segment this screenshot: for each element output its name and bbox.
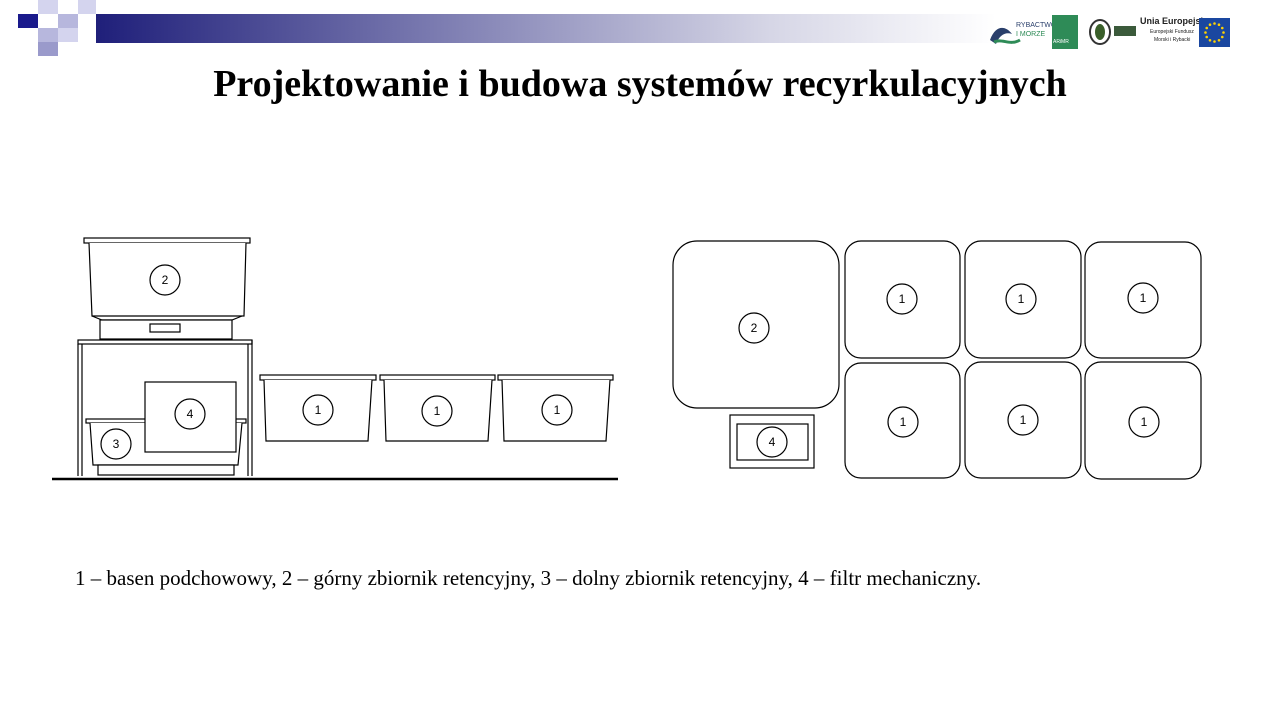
- ue-line3: Morski i Rybacki: [1154, 37, 1191, 43]
- eu-star-icon: [1204, 31, 1207, 34]
- arimr-label: ARiMR: [1053, 39, 1069, 45]
- eu-star-icon: [1217, 23, 1221, 27]
- label-rearing-tank-top-3: 1: [1140, 291, 1147, 305]
- eu-star-icon: [1213, 40, 1216, 43]
- diagram-legend: 1 – basen podchowowy, 2 – górny zbiornik…: [75, 566, 982, 590]
- rybactwo-line1: RYBACTWO: [1016, 22, 1057, 29]
- label-rearing-tank-top-4: 1: [900, 415, 907, 429]
- upper-retention-tank-top: 2: [672, 240, 840, 409]
- mechanical-filter-top: 4: [729, 414, 815, 469]
- eu-star-icon: [1220, 35, 1224, 39]
- arimr-logo: [1052, 15, 1078, 49]
- rearing-tank-side: 1: [497, 374, 614, 442]
- header-decoration: [18, 0, 996, 56]
- ministry-text-block: [1114, 26, 1136, 36]
- eu-flag-icon: [1199, 18, 1230, 47]
- header-square: [18, 14, 38, 28]
- rearing-tank-top: 1: [1084, 241, 1202, 359]
- rearing-tank-side: 1: [259, 374, 377, 442]
- ue-title: Unia Europejska: [1140, 16, 1211, 26]
- eu-star-icon: [1205, 35, 1209, 39]
- rearing-tank-top: 1: [844, 362, 961, 479]
- eu-star-icon: [1205, 26, 1209, 30]
- rearing-tank-top: 1: [844, 240, 961, 359]
- label-rearing-tank-top-6: 1: [1141, 415, 1148, 429]
- header-square: [58, 14, 78, 28]
- header-square: [38, 42, 58, 56]
- side-view: 2 3 4 1: [52, 237, 618, 481]
- rybactwo-line2: I MORZE: [1016, 31, 1046, 38]
- eu-star-icon: [1208, 23, 1212, 27]
- eu-star-icon: [1213, 22, 1216, 25]
- ministry-emblem-icon: [1089, 19, 1111, 45]
- mechanical-filter-side: 4: [144, 381, 237, 453]
- rearing-tank-top: 1: [964, 361, 1082, 479]
- support-rack: [77, 339, 253, 476]
- eu-star-icon: [1222, 31, 1225, 34]
- label-rearing-tank-top-1: 1: [899, 292, 906, 306]
- label-upper-tank-top: 2: [751, 321, 758, 335]
- label-rearing-tank-side-2: 1: [434, 404, 441, 418]
- label-rearing-tank-top-2: 1: [1018, 292, 1025, 306]
- label-filter-top: 4: [769, 435, 776, 449]
- rearing-tank-top: 1: [1084, 361, 1202, 480]
- rybactwo-logo: [990, 27, 1021, 44]
- upper-retention-tank-side: 2: [83, 237, 251, 340]
- eu-star-icon: [1220, 26, 1224, 30]
- rearing-tank-top: 1: [964, 240, 1082, 359]
- header-gradient-bar: [96, 14, 996, 43]
- label-lower-tank-side: 3: [113, 437, 120, 451]
- sponsor-logos: RYBACTWO I MORZE ARiMR Unia Europejska E…: [986, 12, 1236, 52]
- header-square: [38, 0, 58, 14]
- label-rearing-tank-side-3: 1: [554, 403, 561, 417]
- ue-line2: Europejski Fundusz: [1150, 29, 1194, 35]
- label-upper-tank-side: 2: [162, 273, 169, 287]
- top-view: 2 4 1 1 1 1 1: [672, 240, 1202, 480]
- eu-star-icon: [1217, 38, 1221, 42]
- header-square: [38, 28, 58, 42]
- label-rearing-tank-top-5: 1: [1020, 413, 1027, 427]
- header-square: [78, 0, 96, 14]
- label-filter-side: 4: [187, 407, 194, 421]
- rearing-tank-side: 1: [379, 374, 496, 442]
- label-rearing-tank-side-1: 1: [315, 403, 322, 417]
- slide-title: Projektowanie i budowa systemów recyrkul…: [213, 63, 1067, 105]
- header-square: [58, 28, 78, 42]
- eu-star-icon: [1208, 38, 1212, 42]
